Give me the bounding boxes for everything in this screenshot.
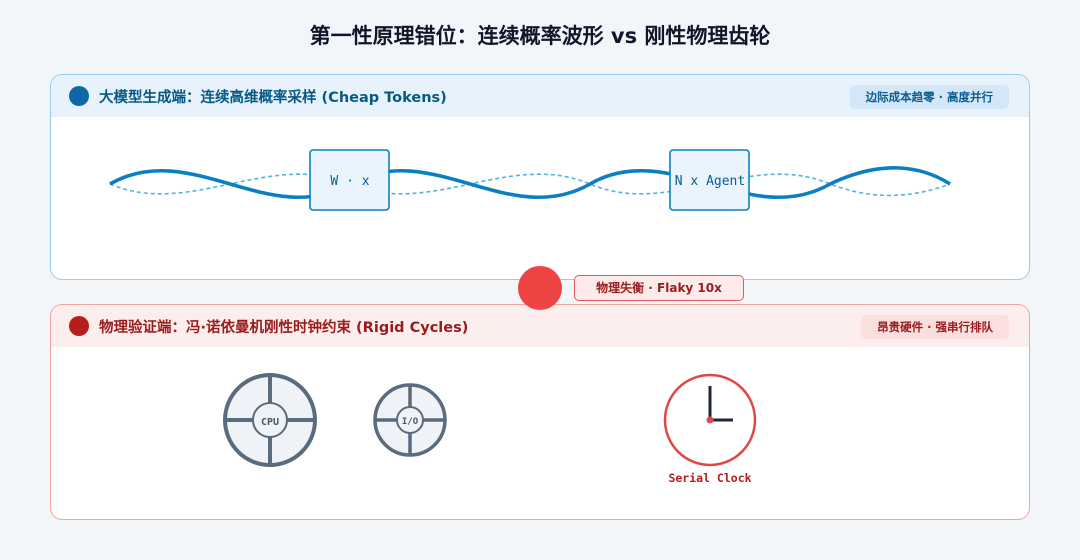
gear-icon bbox=[69, 316, 89, 336]
llm-panel-tag: 边际成本趋零 · 高度并行 bbox=[849, 85, 1009, 109]
llm-generation-panel: 大模型生成端：连续高维概率采样 (Cheap Tokens) 边际成本趋零 · … bbox=[50, 74, 1030, 280]
io-gear-label: I/O bbox=[402, 417, 419, 427]
cpu-gear-label: CPU bbox=[261, 417, 279, 428]
imbalance-badge: 物理失衡 · Flaky 10x bbox=[574, 275, 744, 301]
imbalance-marker bbox=[518, 266, 562, 310]
cpu-gear: CPU bbox=[223, 373, 317, 467]
node-wx-label: W · x bbox=[330, 174, 369, 189]
wave-icon bbox=[69, 86, 89, 106]
serial-clock: Serial Clock bbox=[663, 373, 757, 485]
node-wx: W · x bbox=[309, 149, 390, 211]
physical-verification-panel: 物理验证端：冯·诺依曼机刚性时钟约束 (Rigid Cycles) 昂贵硬件 ·… bbox=[50, 304, 1030, 520]
physical-panel-title: 物理验证端：冯·诺依曼机刚性时钟约束 (Rigid Cycles) bbox=[99, 319, 469, 336]
page-title: 第一性原理错位：连续概率波形 vs 刚性物理齿轮 bbox=[309, 24, 771, 48]
llm-panel-title: 大模型生成端：连续高维概率采样 (Cheap Tokens) bbox=[99, 89, 447, 106]
dashed-probability-wave bbox=[109, 173, 951, 197]
physical-panel-tag: 昂贵硬件 · 强串行排队 bbox=[861, 315, 1009, 339]
io-gear: I/O bbox=[373, 383, 447, 457]
node-agent-label: N x Agent bbox=[675, 174, 745, 189]
solid-probability-wave bbox=[109, 166, 951, 200]
node-agent: N x Agent bbox=[669, 149, 750, 211]
serial-clock-label: Serial Clock bbox=[668, 471, 751, 485]
